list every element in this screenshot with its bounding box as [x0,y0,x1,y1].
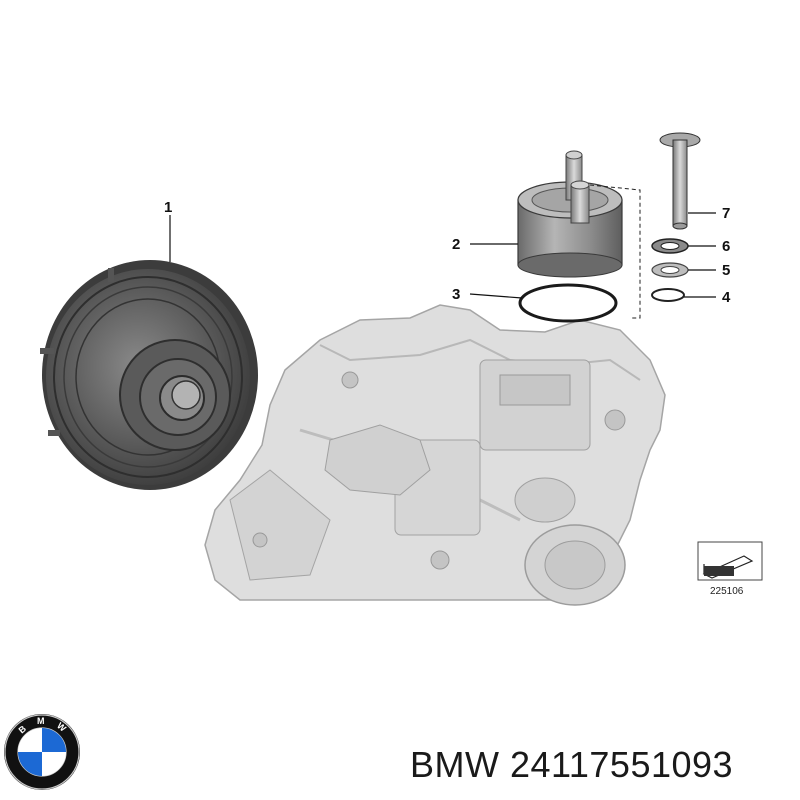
leader-lines [169,212,716,299]
shim [651,262,689,278]
callout-7: 7 [722,205,730,222]
reference-box: 225106 [697,541,763,597]
callout-4: 4 [722,289,731,306]
callout-5: 5 [722,262,730,279]
callout-2: 2 [452,236,460,253]
bmw-logo: B M W [4,714,80,790]
brand-name: BMW [410,744,500,785]
logo-letter-m: M [37,716,45,726]
oil-pump [517,150,623,278]
bolt [659,132,701,230]
group-bracket [589,184,641,319]
o-ring [518,283,618,323]
callout-3: 3 [452,286,460,303]
callout-1: 1 [164,199,172,216]
callout-6: 6 [722,238,730,255]
torque-converter [40,260,258,490]
ring [651,288,685,302]
logo-letter-b: B [17,723,29,735]
part-number: 24117551093 [510,744,734,785]
transmission-housing [204,304,666,606]
part-caption: BMW 24117551093 [410,740,733,790]
washer [651,238,689,254]
callouts: 1 2 3 4 5 6 7 [164,199,731,306]
reference-code: 225106 [710,586,744,597]
